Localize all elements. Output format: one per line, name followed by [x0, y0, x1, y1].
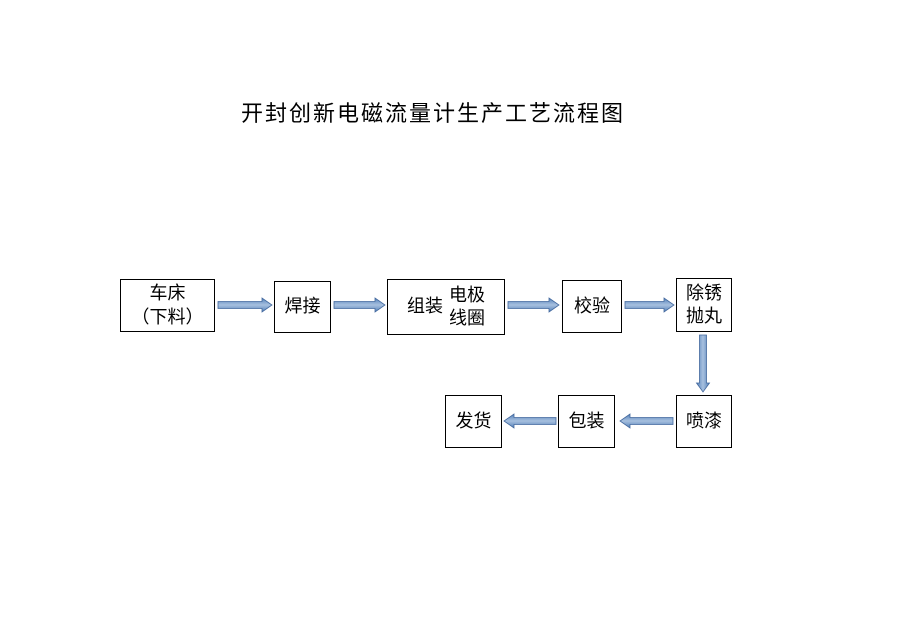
arrow-derust-to-paint: [695, 334, 711, 393]
node-welding: 焊接: [274, 281, 331, 333]
node-lathe-line1: 车床: [149, 283, 186, 304]
node-shipping-label: 发货: [455, 410, 492, 431]
arrow-assembly-to-calibrate: [507, 297, 560, 313]
node-assembly-detail-line1: 电极: [449, 284, 485, 305]
node-lathe: 车床 （下料）: [120, 279, 215, 332]
node-calibrate-label: 校验: [574, 295, 610, 316]
node-assembly: 组装 电极 线圈: [387, 279, 505, 335]
arrow-lathe-to-welding: [217, 297, 273, 313]
node-calibrate: 校验: [562, 280, 622, 333]
arrow-welding-to-assembly: [333, 297, 386, 313]
node-lathe-line2: （下料）: [131, 306, 204, 327]
node-assembly-main-label: 组装: [407, 296, 443, 317]
node-shipping: 发货: [445, 395, 502, 448]
node-derust-line1: 除锈: [686, 282, 722, 303]
arrow-paint-to-packing: [619, 413, 674, 429]
node-assembly-detail-line2: 线圈: [449, 308, 485, 328]
node-packing: 包装: [558, 395, 615, 448]
node-derust-line2: 抛丸: [686, 306, 722, 326]
node-packing-label: 包装: [568, 410, 605, 431]
diagram-title: 开封创新电磁流量计生产工艺流程图: [240, 101, 625, 126]
arrow-calibrate-to-derust: [624, 297, 675, 313]
node-welding-label: 焊接: [284, 296, 321, 317]
node-assembly-detail: 电极 线圈: [449, 284, 485, 331]
node-paint-label: 喷漆: [686, 410, 722, 431]
node-derust: 除锈 抛丸: [676, 278, 732, 332]
node-paint: 喷漆: [676, 395, 732, 448]
arrow-packing-to-shipping: [503, 413, 557, 429]
